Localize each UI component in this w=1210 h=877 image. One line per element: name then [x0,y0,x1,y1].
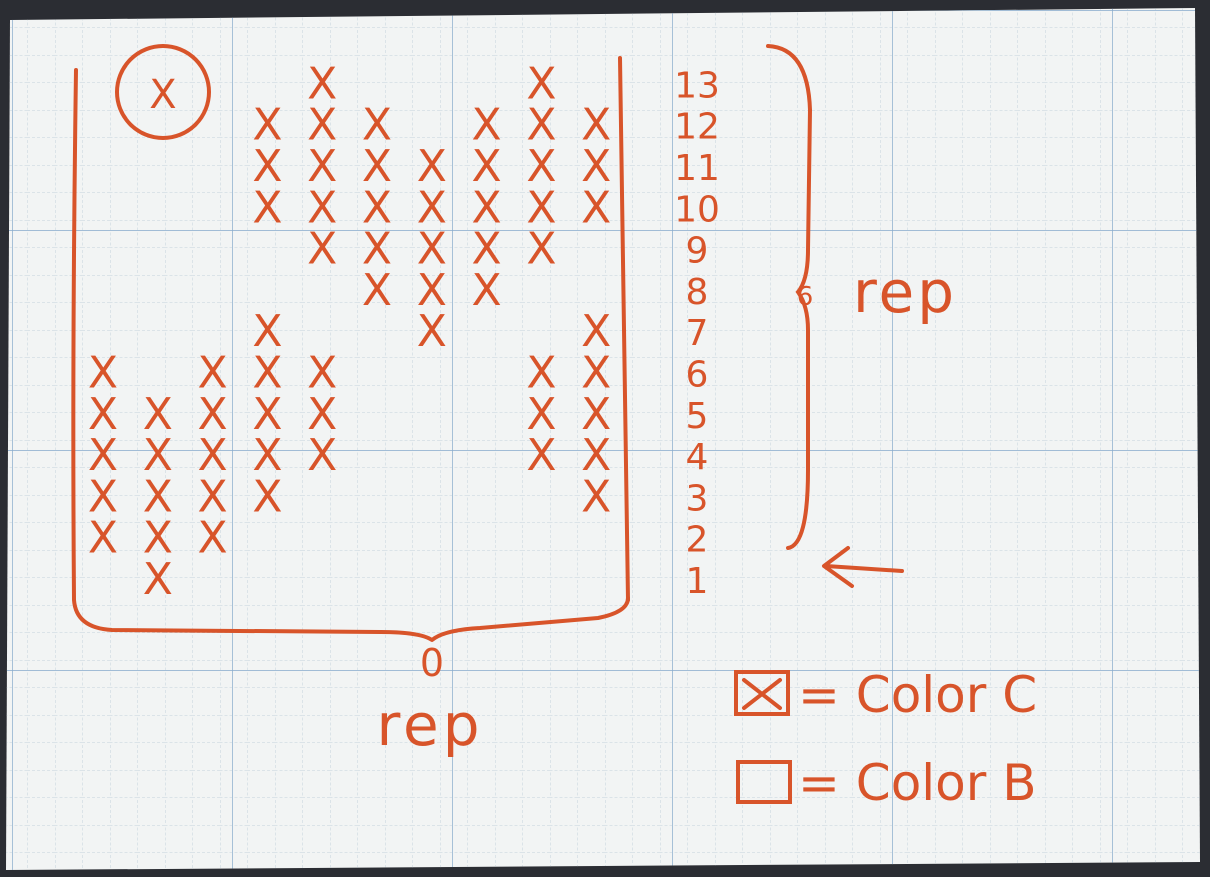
row-number: 13 [674,65,720,106]
chart-mark: X [581,306,611,357]
bottom-bracket-marker: 0 [420,641,444,685]
chart-mark: X [307,348,337,399]
chart-mark: X [88,348,118,399]
chart-mark: X [417,141,447,192]
chart-mark: X [362,100,392,151]
chart-mark: X [526,348,556,399]
chart-mark: X [307,58,337,109]
row-number: 2 [686,520,709,561]
chart-mark: X [252,100,282,151]
row-number: 10 [674,189,720,230]
row-number: 7 [686,313,709,354]
row-number: 4 [686,437,709,478]
right-repeat-label: rep [853,258,957,326]
row-number: 9 [686,231,709,272]
legend-label-color-b: = Color B [798,754,1037,812]
chart-mark: X [581,100,611,151]
row-number: 8 [686,272,709,313]
row-number: 1 [686,561,709,602]
bottom-repeat-label: rep [376,691,483,759]
row-number: 6 [686,355,709,396]
chart-mark: X [252,306,282,357]
row-number: 3 [686,478,709,519]
row-number: 5 [686,396,709,437]
chart-mark: X [526,58,556,109]
right-bracket-marker: 6 [797,282,814,312]
circled-mark-symbol: X [149,72,176,118]
row-number: 12 [674,107,720,148]
chart-mark: X [198,348,228,399]
row-number: 11 [674,148,720,189]
chart-mark: X [143,389,173,440]
chart-mark: X [472,100,502,151]
legend-label-color-c: = Color C [798,666,1037,724]
